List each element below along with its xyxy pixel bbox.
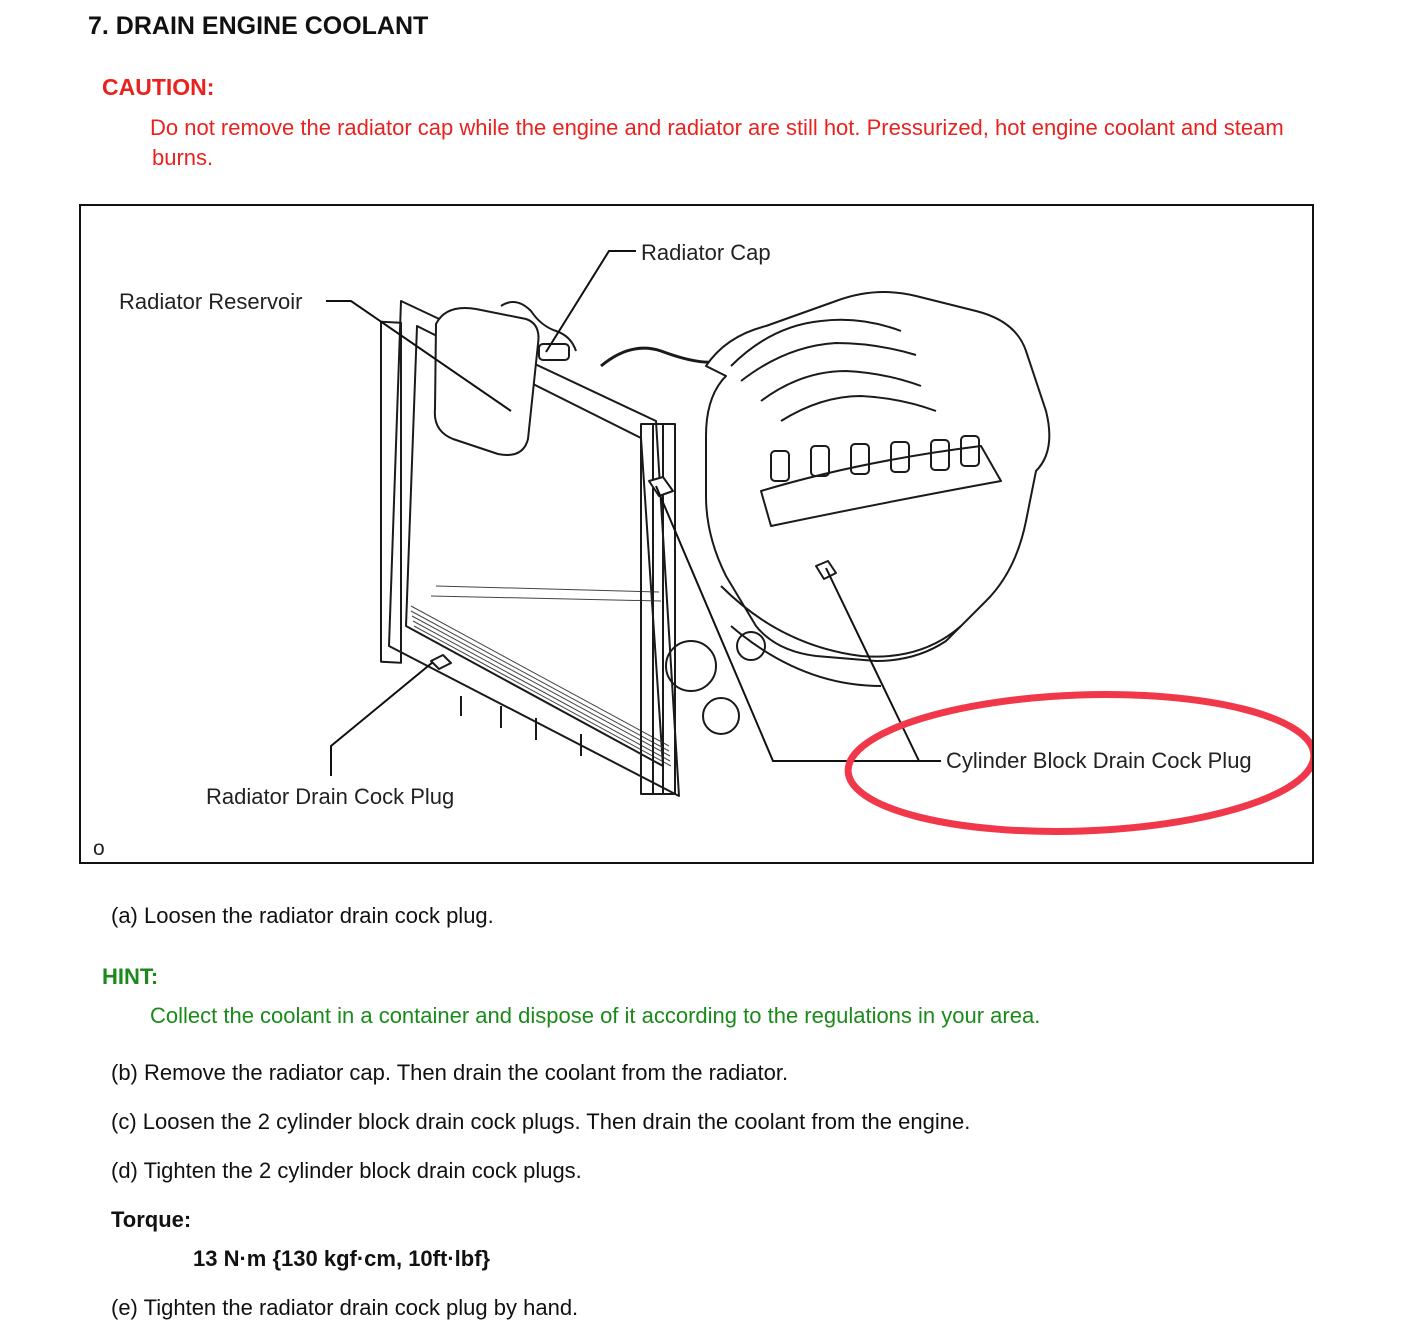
label-radiator-cap: Radiator Cap [641,240,771,265]
torque-heading: Torque: [111,1207,192,1232]
section-title: 7. DRAIN ENGINE COOLANT [88,12,429,40]
highlight-circle [844,691,1312,835]
engine-coolant-diagram: Radiator Cap Radiator Reservoir Cylinder… [79,204,1314,864]
engine-block [648,291,1051,735]
hint-text: Collect the coolant in a container and d… [150,1003,1041,1028]
caution-text-line-2: burns. [152,145,214,170]
caution-heading: CAUTION: [102,74,215,100]
callout-leader-lines [326,250,941,776]
label-radiator-drain-cock-plug: Radiator Drain Cock Plug [206,784,455,809]
step-c: (c) Loosen the 2 cylinder block drain co… [111,1109,971,1134]
label-cylinder-block-drain-cock-plug: Cylinder Block Drain Cock Plug [946,748,1252,773]
radiator-assembly [380,300,722,797]
step-a: (a) Loosen the radiator drain cock plug. [111,903,494,928]
figure-id: o [93,837,105,860]
step-e: (e) Tighten the radiator drain cock plug… [111,1295,579,1320]
caution-text-line-1: Do not remove the radiator cap while the… [150,115,1284,140]
hint-heading: HINT: [102,964,159,989]
step-d: (d) Tighten the 2 cylinder block drain c… [111,1158,582,1183]
step-b: (b) Remove the radiator cap. Then drain … [111,1060,789,1085]
engine-radiator-illustration [326,250,1312,835]
torque-value: 13 N·m {130 kgf·cm, 10ft·lbf} [193,1246,491,1271]
label-radiator-reservoir: Radiator Reservoir [119,289,303,314]
